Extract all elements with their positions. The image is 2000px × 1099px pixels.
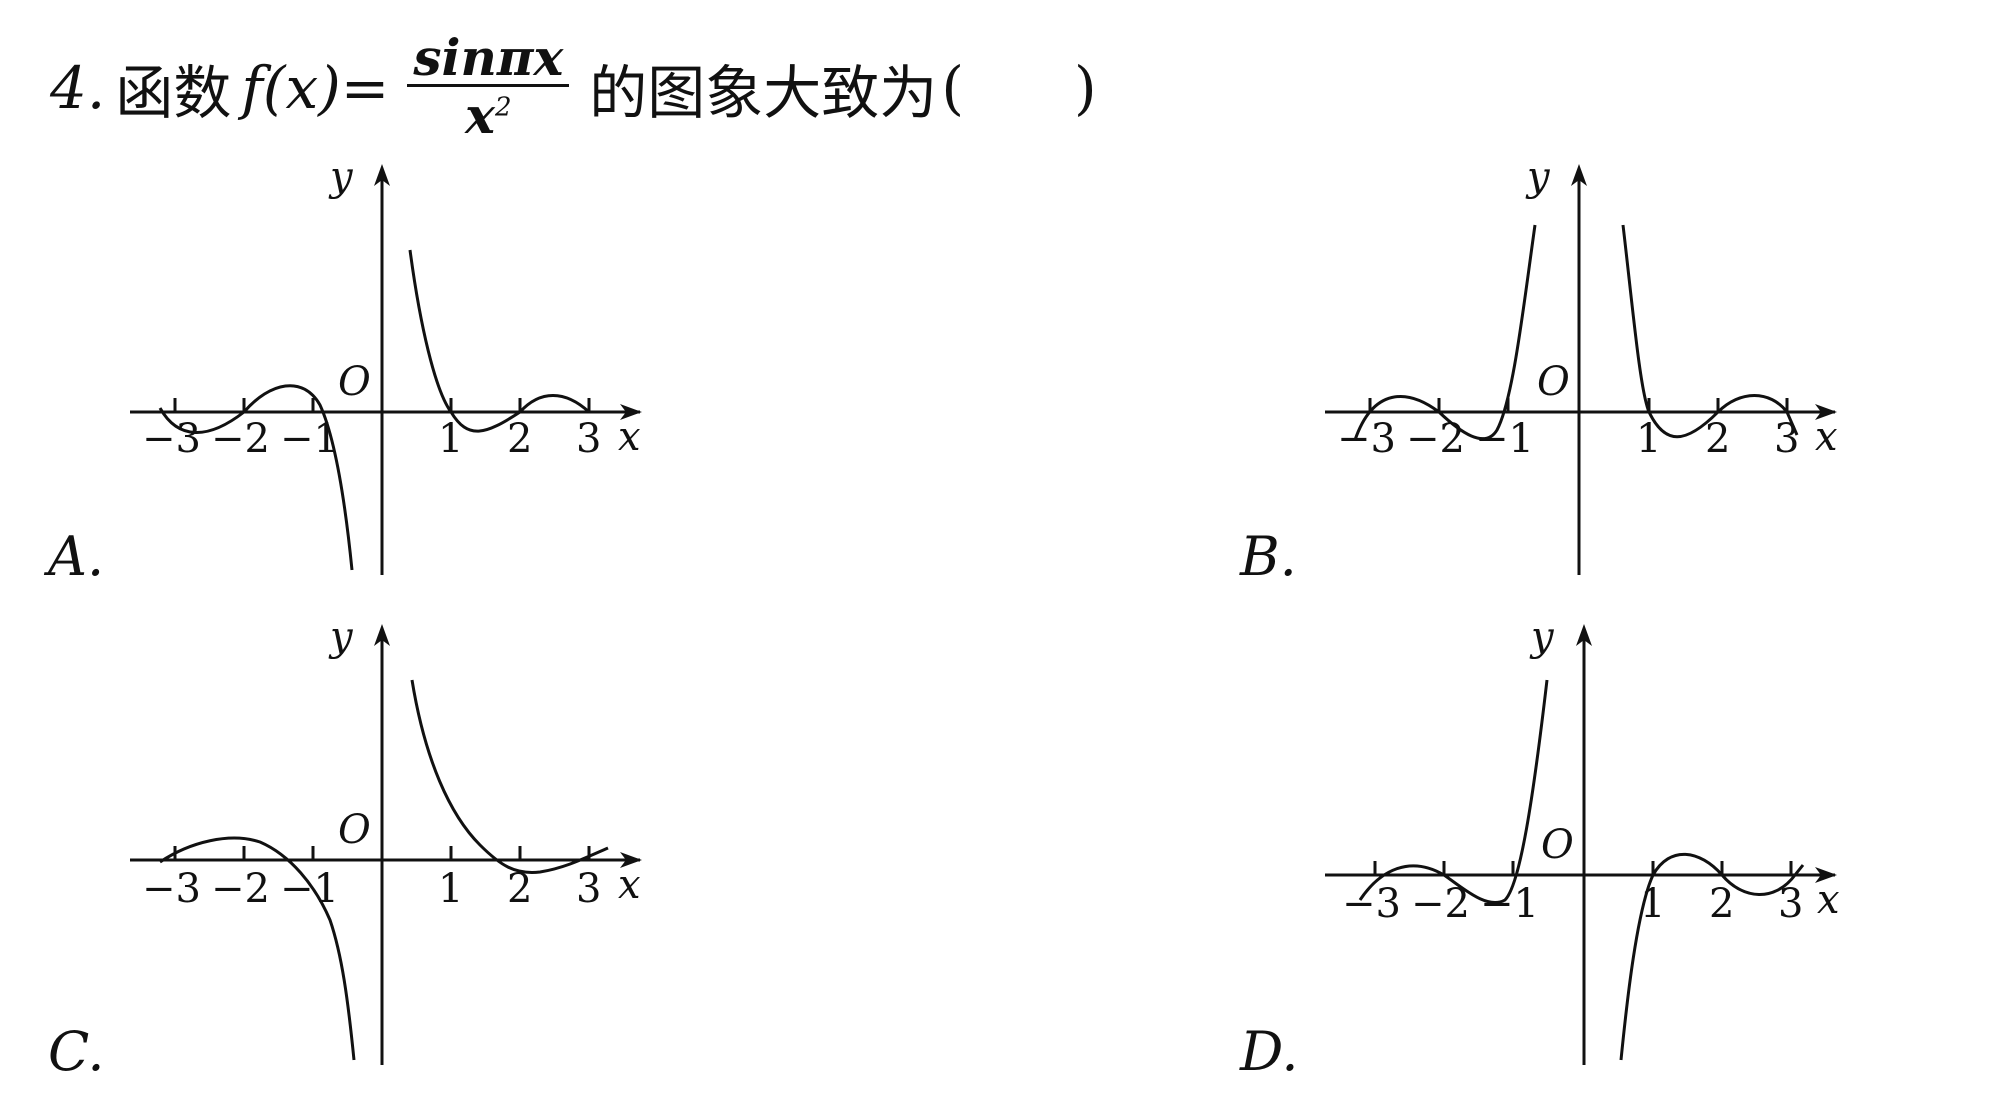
origin-label: O (1537, 359, 1570, 405)
y-axis-arrow-icon (1571, 164, 1587, 186)
tick-label-3: 3 (1774, 416, 1799, 462)
fraction-numerator: sinπx (413, 27, 564, 87)
graph-b-curve-left (1353, 224, 1537, 441)
y-axis-arrow-icon (1576, 624, 1592, 646)
graph-a-curve-left (158, 384, 354, 571)
y-axis-label: y (328, 614, 354, 660)
tick-label-neg2: −2 (1411, 881, 1470, 927)
x-axis-arrow-icon (1815, 867, 1837, 883)
tick-label-3: 3 (576, 416, 601, 462)
y-axis-label: y (1529, 614, 1555, 660)
denominator-exponent: 2 (494, 92, 512, 123)
graph-b-axes (1325, 164, 1837, 575)
graph-b-curve-right (1621, 224, 1799, 439)
x-axis-arrow-icon (1815, 404, 1837, 420)
graph-d-curve-left (1358, 679, 1549, 904)
x-axis-label: x (1815, 414, 1838, 460)
y-axis-arrow-icon (374, 624, 390, 646)
tick-label-neg3: −3 (142, 866, 201, 912)
tick-label-neg1: −1 (280, 866, 339, 912)
graph-a-axes (130, 164, 642, 575)
tick-label-neg3: −3 (1337, 416, 1396, 462)
origin-label: O (1541, 822, 1574, 868)
tick-label-3: 3 (576, 866, 601, 912)
tick-label-2: 2 (507, 416, 532, 462)
choice-b-label[interactable]: B. (1240, 525, 1297, 588)
graph-b[interactable]: y x O −3 −2 −1 1 2 3 (1315, 150, 1855, 590)
tick-label-neg2: −2 (211, 416, 270, 462)
y-axis-label: y (328, 154, 354, 200)
denominator-base: x (465, 86, 495, 145)
choice-c-label[interactable]: C. (48, 1020, 105, 1083)
function-fraction: sinπx x2 (407, 27, 570, 145)
x-axis-arrow-icon (620, 404, 642, 420)
answer-paren-open: ( (941, 54, 964, 122)
graph-c-curve-right (410, 679, 609, 875)
function-name: f(x)= (241, 54, 390, 122)
question-rest: 的图象大致为 (589, 59, 938, 127)
question-stem: 4. 函数 f(x)= sinπx x2 的图象大致为 ( ) (50, 28, 1097, 148)
tick-label-neg2: −2 (211, 866, 270, 912)
tick-label-neg1: −1 (280, 416, 339, 462)
y-axis-label: y (1525, 154, 1551, 200)
graph-a-curve-right (408, 249, 591, 433)
tick-label-2: 2 (1709, 881, 1734, 927)
x-axis-label: x (618, 862, 641, 908)
graph-a[interactable]: y x O −3 −2 −1 1 2 3 (120, 150, 660, 590)
x-axis-label: x (618, 414, 641, 460)
question-number: 4. (50, 54, 106, 122)
fraction-denominator: x2 (465, 87, 511, 145)
graph-c[interactable]: y x O −3 −2 −1 1 2 3 (120, 610, 660, 1070)
origin-label: O (338, 359, 371, 405)
graph-c-curve-left (159, 836, 356, 1061)
x-axis-label: x (1817, 877, 1840, 923)
tick-label-2: 2 (1705, 416, 1730, 462)
answer-paren-close: ) (1073, 54, 1097, 122)
origin-label: O (338, 807, 371, 853)
tick-label-1: 1 (438, 866, 463, 912)
tick-label-neg1: −1 (1480, 881, 1539, 927)
tick-label-neg2: −2 (1406, 416, 1465, 462)
tick-label-1: 1 (1636, 416, 1661, 462)
question-lead: 函数 (115, 59, 232, 127)
x-axis-arrow-icon (620, 852, 642, 868)
graph-d-curve-right (1619, 852, 1805, 1061)
graph-d[interactable]: y x O −3 −2 −1 1 2 3 (1315, 610, 1855, 1070)
tick-label-neg3: −3 (1342, 881, 1401, 927)
graph-c-axes (130, 624, 642, 1065)
choice-d-label[interactable]: D. (1240, 1020, 1299, 1083)
fraction-bar (407, 84, 570, 87)
y-axis-arrow-icon (374, 164, 390, 186)
graph-d-axes (1325, 624, 1837, 1065)
choice-a-label[interactable]: A. (48, 525, 105, 588)
